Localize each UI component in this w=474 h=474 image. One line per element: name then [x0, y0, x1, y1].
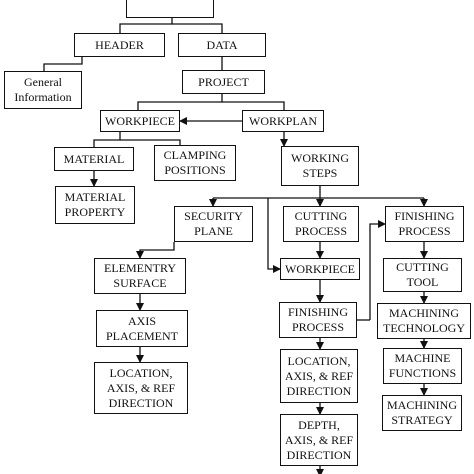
cutting-process-node-label: CUTTING PROCESS — [294, 209, 348, 238]
edge-security-elementry — [136, 242, 175, 259]
machine-functions-node-label: MACHINE FUNCTIONS — [388, 351, 457, 380]
workpiece-node: WORKPIECE — [100, 110, 180, 132]
machine-functions-node: MACHINE FUNCTIONS — [383, 348, 462, 384]
workpiece-node-label: WORKPIECE — [105, 113, 175, 128]
root-node — [126, 0, 214, 18]
machining-strategy-node-label: MACHINING STRATEGY — [387, 398, 457, 427]
depth-axis-ref-node: DEPTH, AXIS, & REF DIRECTION — [280, 414, 358, 466]
machining-strategy-node: MACHINING STRATEGY — [382, 395, 462, 431]
edge-root-header — [119, 18, 173, 33]
general-information-node-label: General Information — [14, 75, 72, 104]
finishing-process-right-node-label: FINISHING PROCESS — [394, 209, 455, 238]
data-node-label: DATA — [206, 37, 238, 52]
edge-header-general — [43, 57, 83, 71]
security-plane-node: SECURITY PLANE — [174, 206, 253, 242]
location-axis-ref-left-node: LOCATION, AXIS, & REF DIRECTION — [94, 362, 188, 414]
cutting-tool-node-label: CUTTING TOOL — [396, 260, 449, 289]
project-node: PROJECT — [182, 70, 265, 94]
location-axis-ref-mid-node: LOCATION, AXIS, & REF DIRECTION — [280, 349, 358, 403]
elementry-surface-node-label: ELEMENTRY SURFACE — [104, 261, 176, 290]
location-axis-ref-left-node-label: LOCATION, AXIS, & REF DIRECTION — [106, 365, 176, 410]
header-node-label: HEADER — [95, 37, 144, 52]
data-node: DATA — [178, 33, 266, 57]
workplan-node: WORKPLAN — [242, 110, 324, 132]
material-property-node-label: MATERIAL PROPERTY — [64, 190, 126, 219]
finishing-process-mid-node: FINISHING PROCESS — [279, 302, 357, 338]
cutting-process-node: CUTTING PROCESS — [283, 206, 359, 242]
axis-placement-node-label: AXIS PLACEMENT — [106, 313, 178, 343]
location-axis-ref-mid-node-label: LOCATION, AXIS, & REF DIRECTION — [284, 353, 354, 398]
edge-project-workpiece — [137, 94, 223, 110]
axis-placement-node: AXIS PLACEMENT — [96, 310, 188, 347]
edge-bus-workpiece-ref — [267, 198, 281, 273]
workplan-node-label: WORKPLAN — [249, 113, 317, 128]
edge-workpiece-clamping — [120, 139, 181, 145]
edge-finishing-mid-right — [369, 220, 386, 320]
working-steps-node-label: WORKING STEPS — [291, 151, 349, 180]
elementry-surface-node: ELEMENTRY SURFACE — [94, 258, 186, 294]
edge-project-workplan — [222, 101, 285, 110]
material-property-node: MATERIAL PROPERTY — [55, 186, 135, 224]
project-node-label: PROJECT — [198, 74, 249, 89]
finishing-process-right-node: FINISHING PROCESS — [385, 206, 464, 242]
material-node-label: MATERIAL — [63, 151, 125, 166]
clamping-positions-node: CLAMPING POSITIONS — [154, 145, 236, 181]
edge-root-data — [172, 23, 223, 33]
finishing-process-mid-node-label: FINISHING PROCESS — [288, 305, 348, 334]
machining-technology-node: MACHINING TECHNOLOGY — [377, 303, 471, 339]
security-plane-node-label: SECURITY PLANE — [184, 209, 243, 238]
cutting-tool-node: CUTTING TOOL — [383, 258, 462, 292]
general-information-node: General Information — [4, 71, 82, 109]
edge-workpiece-material — [93, 132, 121, 147]
material-node: MATERIAL — [54, 147, 134, 171]
depth-axis-ref-node-label: DEPTH, AXIS, & REF DIRECTION — [284, 417, 354, 462]
workpiece-ref-node-label: WORKPIECE — [285, 261, 355, 276]
working-steps-node: WORKING STEPS — [281, 146, 359, 186]
header-node: HEADER — [74, 33, 165, 57]
workpiece-ref-node: WORKPIECE — [280, 258, 360, 280]
machining-technology-node-label: MACHINING TECHNOLOGY — [383, 306, 465, 335]
clamping-positions-node-label: CLAMPING POSITIONS — [163, 148, 227, 177]
